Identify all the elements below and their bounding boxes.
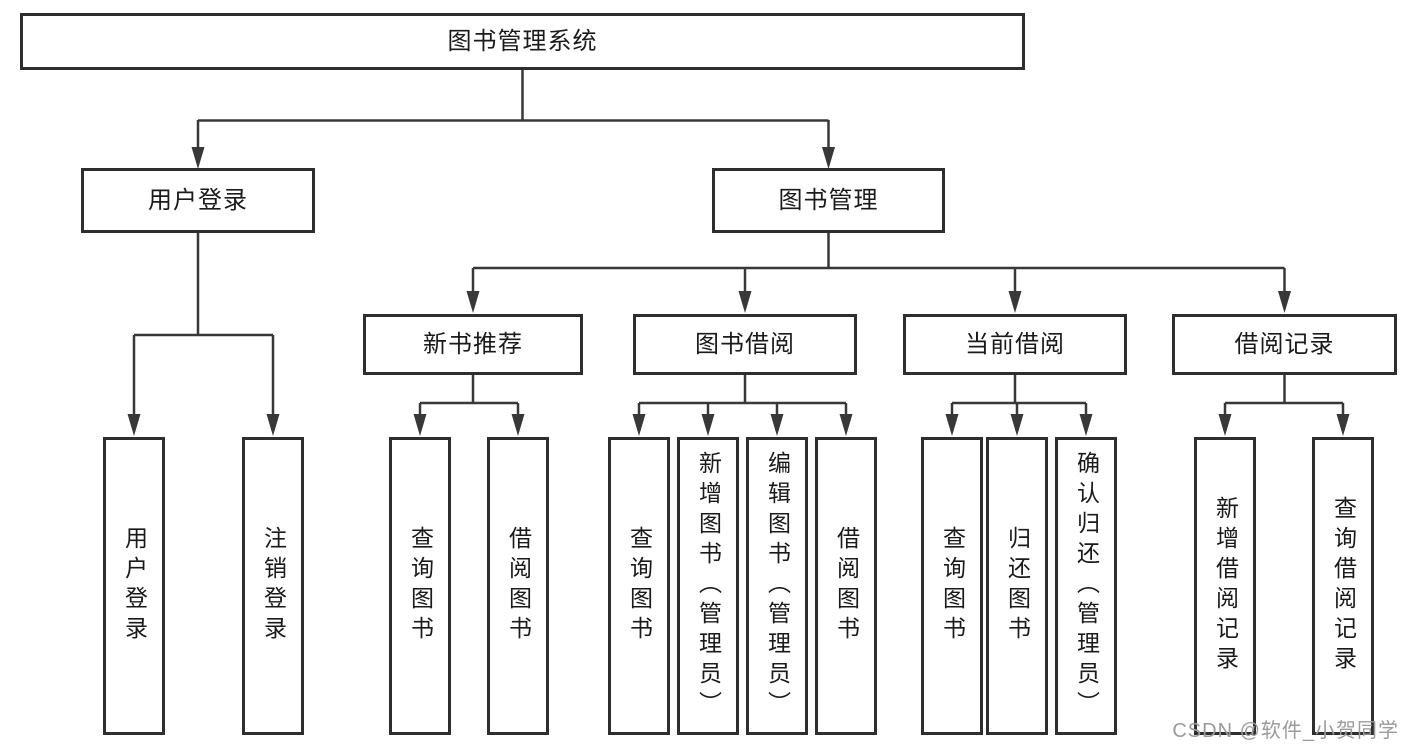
node-user-login: 用户登录 xyxy=(81,168,315,233)
leaf-edit-book-admin: 编辑图书（管理员） xyxy=(746,437,808,735)
arrowhead-icon xyxy=(266,414,280,436)
leaf-label: 查询借阅记录 xyxy=(1330,496,1357,676)
leaf-logout: 注销登录 xyxy=(242,437,304,735)
leaf-borrow-books: 借阅图书 xyxy=(487,437,549,735)
watermark: CSDN @软件_小贺同学 xyxy=(1172,720,1399,742)
leaf-label: 确认归还（管理员） xyxy=(1073,451,1100,721)
leaf-borrow-books: 借阅图书 xyxy=(815,437,877,735)
node-label: 图书借阅 xyxy=(695,330,795,358)
node-current-borrow: 当前借阅 xyxy=(903,314,1127,375)
arrowhead-icon xyxy=(191,147,205,169)
node-label: 当前借阅 xyxy=(965,330,1065,358)
node-label: 新书推荐 xyxy=(423,330,523,358)
leaf-label: 新增图书（管理员） xyxy=(695,451,722,721)
leaf-query-books: 查询图书 xyxy=(608,437,670,735)
arrowhead-icon xyxy=(1218,414,1232,436)
leaf-label: 归还图书 xyxy=(1004,526,1031,646)
leaf-label: 查询图书 xyxy=(407,526,434,646)
arrowhead-icon xyxy=(466,291,480,313)
arrowhead-icon xyxy=(822,147,835,169)
arrowhead-icon xyxy=(770,414,784,436)
leaf-label: 借阅图书 xyxy=(833,526,860,646)
arrowhead-icon xyxy=(1336,414,1350,436)
leaf-query-books: 查询图书 xyxy=(389,437,451,735)
leaf-add-book-admin: 新增图书（管理员） xyxy=(677,437,739,735)
leaf-query-borrow-record: 查询借阅记录 xyxy=(1312,437,1374,735)
leaf-label: 查询图书 xyxy=(626,526,653,646)
arrowhead-icon xyxy=(945,414,959,436)
arrowhead-icon xyxy=(1008,291,1022,313)
arrowhead-icon xyxy=(738,291,752,313)
leaf-label: 查询图书 xyxy=(939,526,966,646)
arrowhead-icon xyxy=(1278,291,1291,313)
node-label: 图书管理系统 xyxy=(447,27,598,55)
arrowhead-icon xyxy=(839,414,853,436)
node-book-management: 图书管理 xyxy=(712,168,945,233)
arrowhead-icon xyxy=(511,414,525,436)
leaf-label: 借阅图书 xyxy=(505,526,532,646)
leaf-add-borrow-record: 新增借阅记录 xyxy=(1194,437,1256,735)
leaf-confirm-return-admin: 确认归还（管理员） xyxy=(1055,437,1117,735)
leaf-label: 注销登录 xyxy=(260,526,287,646)
leaf-label: 编辑图书（管理员） xyxy=(764,451,791,721)
node-borrow-records: 借阅记录 xyxy=(1172,314,1397,375)
arrowhead-icon xyxy=(701,414,715,436)
leaf-user-login: 用户登录 xyxy=(103,437,165,735)
node-book-borrow: 图书借阅 xyxy=(633,314,857,375)
arrowhead-icon xyxy=(127,414,141,436)
node-library-management-system: 图书管理系统 xyxy=(20,13,1025,70)
leaf-return-book: 归还图书 xyxy=(986,437,1048,735)
node-label: 用户登录 xyxy=(148,186,248,214)
arrowhead-icon xyxy=(632,414,646,436)
node-label: 借阅记录 xyxy=(1234,330,1335,358)
leaf-label: 新增借阅记录 xyxy=(1212,496,1239,676)
arrowhead-icon xyxy=(1010,414,1024,436)
leaf-label: 用户登录 xyxy=(121,526,148,646)
arrowhead-icon xyxy=(1079,414,1093,436)
node-new-book-recommend: 新书推荐 xyxy=(363,314,583,375)
leaf-query-books: 查询图书 xyxy=(921,437,983,735)
arrowhead-icon xyxy=(413,414,427,436)
node-label: 图书管理 xyxy=(778,186,879,214)
